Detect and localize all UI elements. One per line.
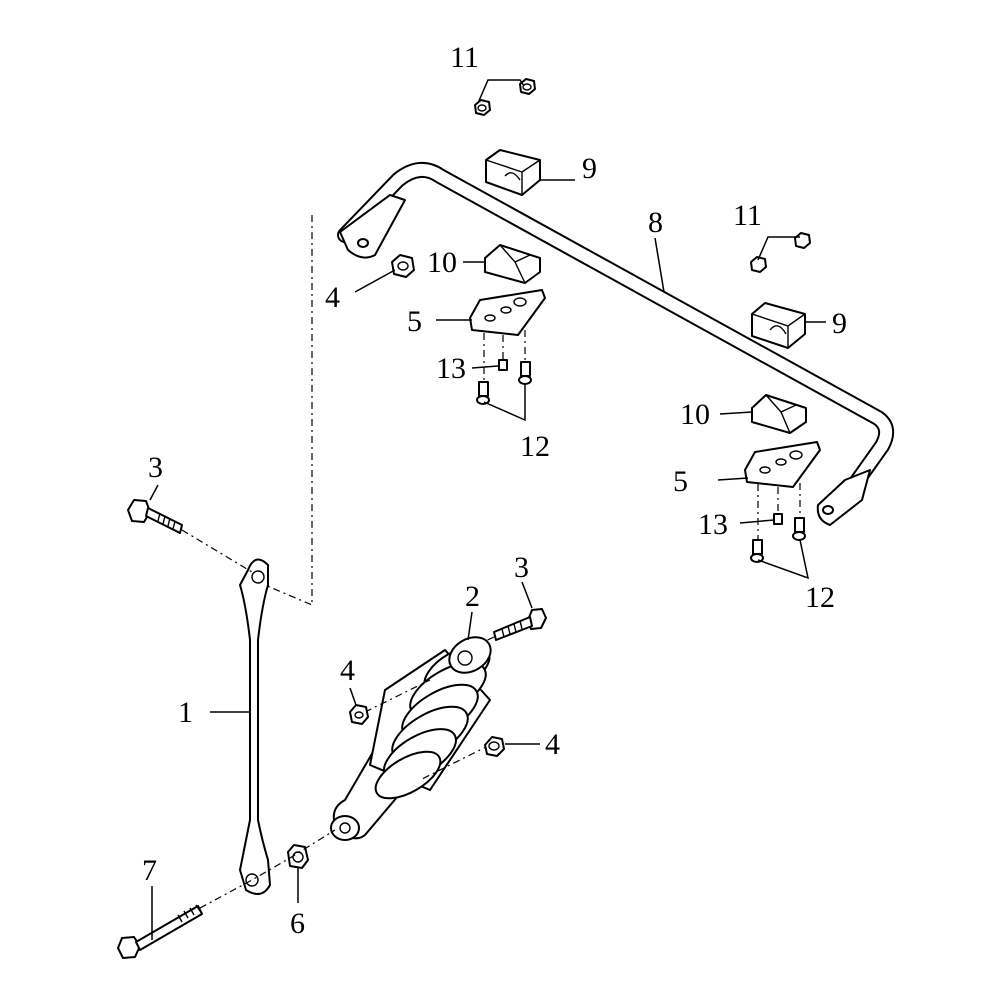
callout-8: 8 xyxy=(648,206,663,239)
callout-13-upper: 13 xyxy=(436,352,466,385)
callout-9-upper: 9 xyxy=(582,152,597,185)
callout-2: 2 xyxy=(465,580,480,613)
nut-11-upper-left[interactable] xyxy=(474,99,491,116)
shock-axis-lines xyxy=(364,679,491,781)
callout-4-shock-right: 4 xyxy=(545,728,560,761)
bolt-12-upper-left[interactable] xyxy=(476,381,490,405)
nut-4-shock-right[interactable] xyxy=(484,736,505,757)
leader-lines xyxy=(149,79,826,940)
bolt-12-lower-left[interactable] xyxy=(750,539,764,563)
bolt-13-upper[interactable] xyxy=(498,359,508,371)
bolt-7[interactable] xyxy=(117,904,203,959)
bolt-12-upper-right[interactable] xyxy=(518,361,532,385)
callout-7: 7 xyxy=(142,854,157,887)
callout-1: 1 xyxy=(178,696,193,729)
mount-plate-5-upper[interactable] xyxy=(469,289,546,336)
callout-5-upper: 5 xyxy=(407,305,422,338)
callout-10-lower: 10 xyxy=(680,398,710,431)
callout-13-lower: 13 xyxy=(698,508,728,541)
shock-absorber[interactable] xyxy=(330,630,497,841)
nut-11-lower-left[interactable] xyxy=(750,256,767,273)
alignment-line-bar-to-link xyxy=(264,215,313,606)
bolt-axis-7 xyxy=(199,829,336,909)
clamp-10-lower[interactable] xyxy=(751,394,807,434)
callout-10-upper: 10 xyxy=(427,246,457,279)
stabilizer-bar[interactable] xyxy=(337,162,895,526)
nut-11-lower-right[interactable] xyxy=(794,232,811,249)
callout-12-upper: 12 xyxy=(520,430,550,463)
bolt-13-lower[interactable] xyxy=(773,513,783,525)
nut-4-shock-left[interactable] xyxy=(349,704,369,725)
callout-5-lower: 5 xyxy=(673,465,688,498)
bushing-9-upper[interactable] xyxy=(485,149,541,196)
callout-3-lower: 3 xyxy=(514,551,529,584)
bushing-9-lower[interactable] xyxy=(751,302,806,349)
callout-3-upper: 3 xyxy=(148,451,163,484)
callout-9-lower: 9 xyxy=(832,307,847,340)
bolt-axis-3-upper xyxy=(181,529,253,573)
nut-11-upper-right[interactable] xyxy=(519,78,536,95)
clamp-10-upper[interactable] xyxy=(484,244,541,284)
nut-4-bar-end[interactable] xyxy=(391,254,415,278)
callout-4-bar: 4 xyxy=(325,281,340,314)
mount-plate-5-lower[interactable] xyxy=(744,441,821,488)
callout-4-shock-left: 4 xyxy=(340,654,355,687)
callout-11-upper: 11 xyxy=(450,41,479,74)
bolt-axes-lower xyxy=(757,483,801,548)
bolt-12-lower-right[interactable] xyxy=(792,517,806,541)
nut-6[interactable] xyxy=(287,844,309,869)
bolt-3-upper[interactable] xyxy=(127,499,183,534)
callout-11-lower: 11 xyxy=(733,199,762,232)
link-rod[interactable] xyxy=(239,558,271,895)
callout-6: 6 xyxy=(290,907,305,940)
callout-12-lower: 12 xyxy=(805,581,835,614)
bolt-3-lower[interactable] xyxy=(493,608,547,641)
